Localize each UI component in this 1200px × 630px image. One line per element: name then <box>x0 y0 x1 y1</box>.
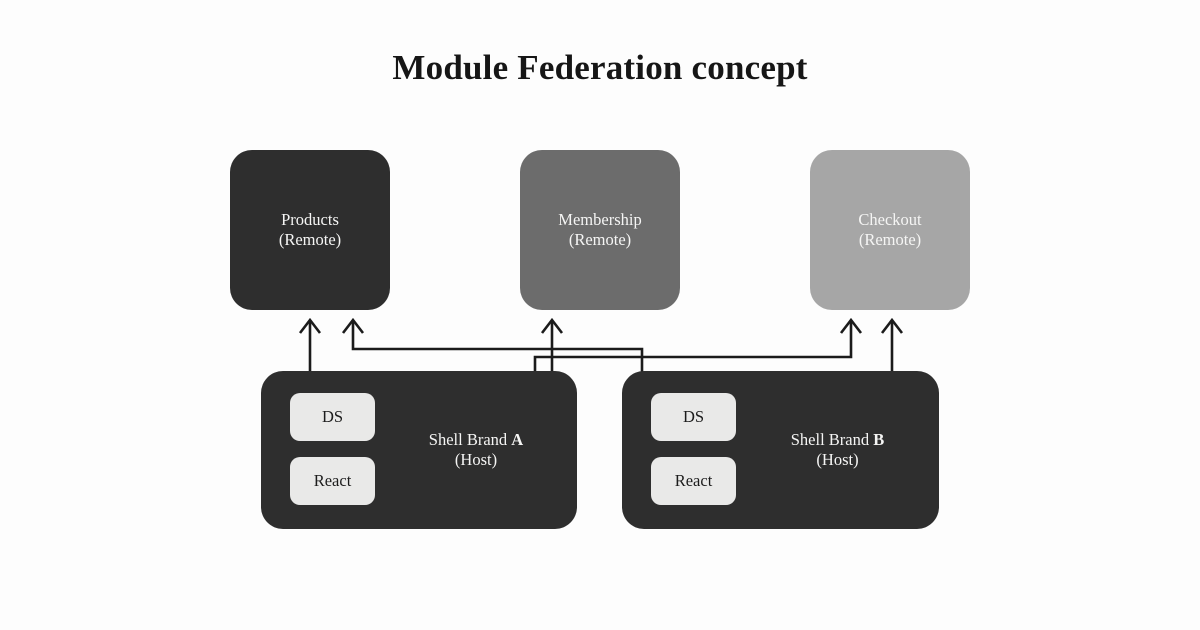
remote-box-checkout: Checkout (Remote) <box>810 150 970 310</box>
arrow-shell-b-to-products <box>341 317 644 374</box>
host-kind: (Host) <box>816 450 859 469</box>
host-label: Shell Brand A (Host) <box>375 371 577 529</box>
arrow-shell-a-to-products <box>298 317 322 374</box>
remote-name: Checkout <box>858 210 922 229</box>
host-brand: Shell Brand <box>790 430 870 449</box>
host-brand: Shell Brand <box>428 430 508 449</box>
remote-box-products: Products (Remote) <box>230 150 390 310</box>
host-name: Shell Brand A <box>429 430 523 450</box>
arrow-shell-a-to-checkout <box>533 317 863 374</box>
chip-react: React <box>651 457 736 505</box>
page-title: Module Federation concept <box>392 48 808 87</box>
host-name: Shell Brand B <box>791 430 885 450</box>
remote-kind: (Remote) <box>568 230 632 249</box>
remote-name: Membership <box>558 210 642 229</box>
host-variant: B <box>873 430 885 449</box>
remote-box-membership: Membership (Remote) <box>520 150 680 310</box>
chip-column: DS React <box>290 393 375 505</box>
host-kind: (Host) <box>454 450 498 469</box>
host-variant: A <box>511 430 524 449</box>
chip-react-label: React <box>674 471 713 490</box>
arrow-shell-a-to-membership <box>540 317 564 374</box>
remote-kind: (Remote) <box>278 230 342 249</box>
remote-label: Membership (Remote) <box>558 210 641 250</box>
chip-react-label: React <box>313 471 352 490</box>
arrow-shell-b-to-checkout <box>880 317 904 374</box>
remote-kind: (Remote) <box>858 230 922 249</box>
remote-label: Products (Remote) <box>279 210 341 250</box>
host-label: Shell Brand B (Host) <box>736 371 939 529</box>
chip-ds: DS <box>290 393 375 441</box>
chip-column: DS React <box>651 393 736 505</box>
host-box-shell-b: DS React Shell Brand B (Host) <box>622 371 939 529</box>
remote-label: Checkout (Remote) <box>858 210 921 250</box>
chip-react: React <box>290 457 375 505</box>
chip-ds-label: DS <box>321 407 344 426</box>
chip-ds-label: DS <box>682 407 705 426</box>
remote-name: Products <box>281 210 339 229</box>
chip-ds: DS <box>651 393 736 441</box>
host-box-shell-a: DS React Shell Brand A (Host) <box>261 371 577 529</box>
